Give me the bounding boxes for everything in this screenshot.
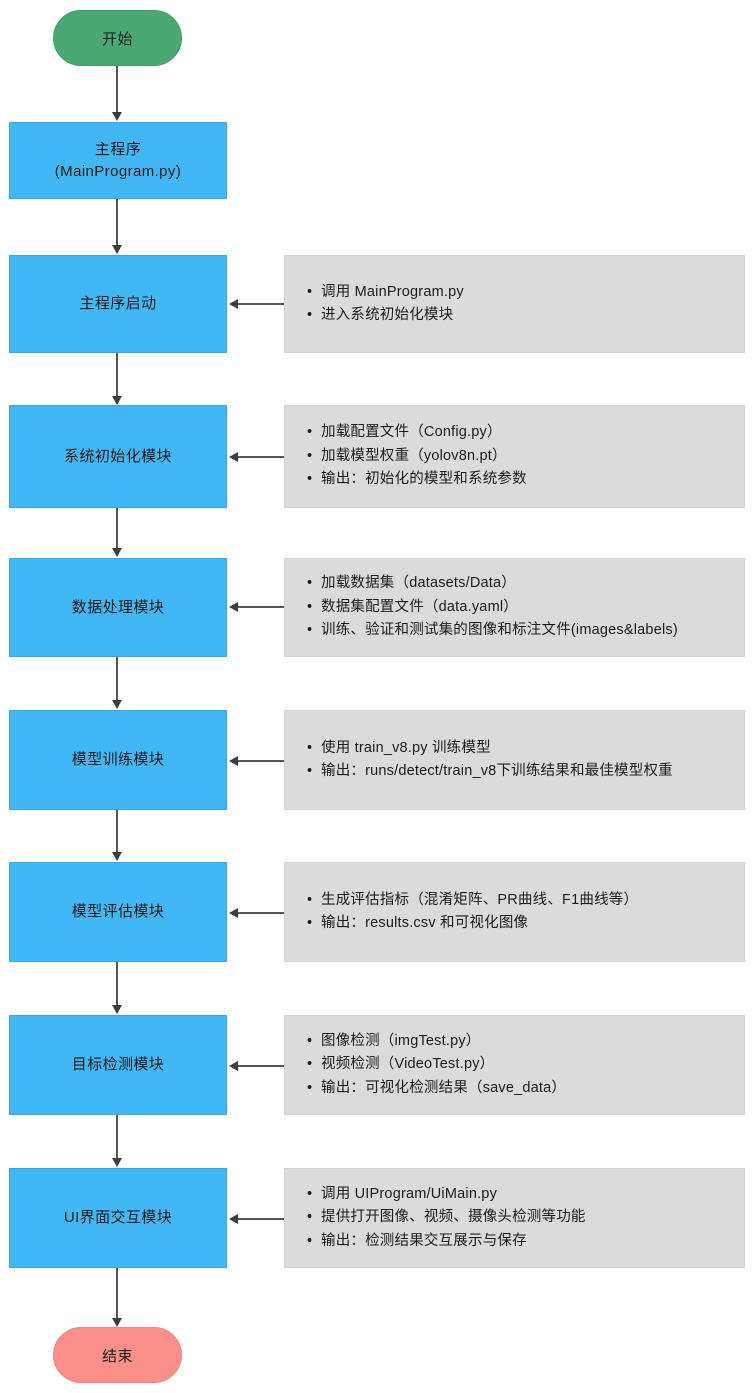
note-bullet: 调用 UIProgram/UiMain.py	[307, 1183, 744, 1207]
arrowhead-note-to-system-init	[229, 451, 238, 462]
note-bullet: 输出：runs/detect/train_v8下训练结果和最佳模型权重	[307, 760, 744, 784]
arrowhead-main-program-to-start-step	[111, 245, 122, 254]
note-bullet: 加载模型权重（yolov8n.pt）	[307, 445, 744, 469]
arrowhead-system-init-to-data-processing	[111, 548, 122, 557]
process-box-model-evaluation-label: 模型评估模块	[71, 903, 165, 921]
note-box-model-evaluation: 生成评估指标（混淆矩阵、PR曲线、F1曲线等） 输出：results.csv 和…	[284, 862, 745, 962]
start-node[interactable]: 开始	[53, 10, 182, 66]
connector-note-to-object-detection	[238, 1065, 284, 1067]
process-box-object-detection[interactable]: 目标检测模块	[9, 1015, 227, 1115]
note-bullet: 输出：results.csv 和可视化图像	[307, 912, 744, 936]
connector-model-training-to-model-evaluation	[116, 810, 118, 853]
process-box-main-program-start[interactable]: 主程序启动	[9, 255, 227, 353]
note-bullet: 加载数据集（datasets/Data）	[307, 572, 744, 596]
arrowhead-note-to-model-evaluation	[229, 907, 238, 918]
arrowhead-main-program-start-to-system-init	[111, 396, 122, 405]
process-box-main-program[interactable]: 主程序 (MainProgram.py)	[9, 122, 227, 199]
connector-note-to-data-processing	[238, 606, 284, 608]
arrowhead-object-detection-to-ui-interaction	[111, 1158, 122, 1167]
arrowhead-note-to-object-detection	[229, 1060, 238, 1071]
note-box-object-detection: 图像检测（imgTest.py） 视频检测（VideoTest.py） 输出：可…	[284, 1015, 745, 1115]
process-box-system-init[interactable]: 系统初始化模块	[9, 405, 227, 508]
connector-object-detection-to-ui-interaction	[116, 1115, 118, 1159]
connector-data-processing-to-model-training	[116, 657, 118, 701]
connector-system-init-to-data-processing	[116, 508, 118, 549]
note-box-main-program-start: 调用 MainProgram.py 进入系统初始化模块	[284, 255, 745, 353]
note-bullet: 训练、验证和测试集的图像和标注文件(images&labels)	[307, 619, 744, 643]
note-box-system-init: 加载配置文件（Config.py） 加载模型权重（yolov8n.pt） 输出：…	[284, 405, 745, 508]
connector-note-to-model-training	[238, 760, 284, 762]
connector-note-to-ui-interaction	[238, 1218, 284, 1220]
note-bullet: 提供打开图像、视频、摄像头检测等功能	[307, 1206, 744, 1230]
note-bullet: 图像检测（imgTest.py）	[307, 1030, 744, 1054]
arrowhead-ui-interaction-to-end	[111, 1318, 122, 1327]
arrowhead-note-to-data-processing	[229, 601, 238, 612]
end-node-label: 结束	[101, 1347, 133, 1365]
note-bullet: 输出：可视化检测结果（save_data）	[307, 1077, 744, 1101]
process-box-object-detection-label: 目标检测模块	[71, 1056, 165, 1074]
arrowhead-model-evaluation-to-object-detection	[111, 1005, 122, 1014]
process-box-ui-interaction-label: UI界面交互模块	[63, 1209, 173, 1227]
process-label-line2: (MainProgram.py)	[54, 162, 182, 180]
connector-ui-interaction-to-end	[116, 1268, 118, 1319]
arrowhead-note-to-model-training	[229, 755, 238, 766]
process-box-data-processing-label: 数据处理模块	[71, 598, 165, 616]
process-box-ui-interaction[interactable]: UI界面交互模块	[9, 1168, 227, 1268]
note-bullet: 使用 train_v8.py 训练模型	[307, 737, 744, 761]
note-box-data-processing: 加载数据集（datasets/Data） 数据集配置文件（data.yaml） …	[284, 558, 745, 657]
note-box-ui-interaction: 调用 UIProgram/UiMain.py 提供打开图像、视频、摄像头检测等功…	[284, 1168, 745, 1268]
process-box-main-program-label: 主程序 (MainProgram.py)	[55, 139, 181, 183]
note-bullet: 进入系统初始化模块	[307, 304, 744, 328]
arrowhead-start-to-main-program	[111, 112, 122, 121]
connector-main-program-to-start-step	[116, 199, 118, 246]
connector-model-evaluation-to-object-detection	[116, 962, 118, 1006]
process-label-line1: 主程序	[94, 140, 142, 158]
note-bullet: 输出：初始化的模型和系统参数	[307, 468, 744, 492]
arrowhead-model-training-to-model-evaluation	[111, 852, 122, 861]
note-bullet: 视频检测（VideoTest.py）	[307, 1053, 744, 1077]
connector-start-to-main-program	[116, 66, 118, 113]
process-box-model-training-label: 模型训练模块	[71, 751, 165, 769]
arrowhead-note-to-main-program-start	[229, 298, 238, 309]
process-box-model-training[interactable]: 模型训练模块	[9, 710, 227, 810]
end-node[interactable]: 结束	[53, 1327, 182, 1383]
note-bullet: 生成评估指标（混淆矩阵、PR曲线、F1曲线等）	[307, 889, 744, 913]
note-box-model-training: 使用 train_v8.py 训练模型 输出：runs/detect/train…	[284, 710, 745, 810]
process-box-model-evaluation[interactable]: 模型评估模块	[9, 862, 227, 962]
process-box-system-init-label: 系统初始化模块	[64, 447, 172, 465]
note-bullet: 加载配置文件（Config.py）	[307, 421, 744, 445]
connector-note-to-system-init	[238, 456, 284, 458]
note-bullet: 调用 MainProgram.py	[307, 281, 744, 305]
connector-note-to-model-evaluation	[238, 912, 284, 914]
note-bullet: 数据集配置文件（data.yaml）	[307, 596, 744, 620]
start-node-label: 开始	[101, 30, 133, 48]
process-box-data-processing[interactable]: 数据处理模块	[9, 558, 227, 657]
connector-main-program-start-to-system-init	[116, 353, 118, 397]
note-bullet: 输出：检测结果交互展示与保存	[307, 1230, 744, 1254]
process-box-main-program-start-label: 主程序启动	[79, 295, 157, 313]
connector-note-to-main-program-start	[238, 303, 284, 305]
arrowhead-data-processing-to-model-training	[111, 700, 122, 709]
arrowhead-note-to-ui-interaction	[229, 1213, 238, 1224]
